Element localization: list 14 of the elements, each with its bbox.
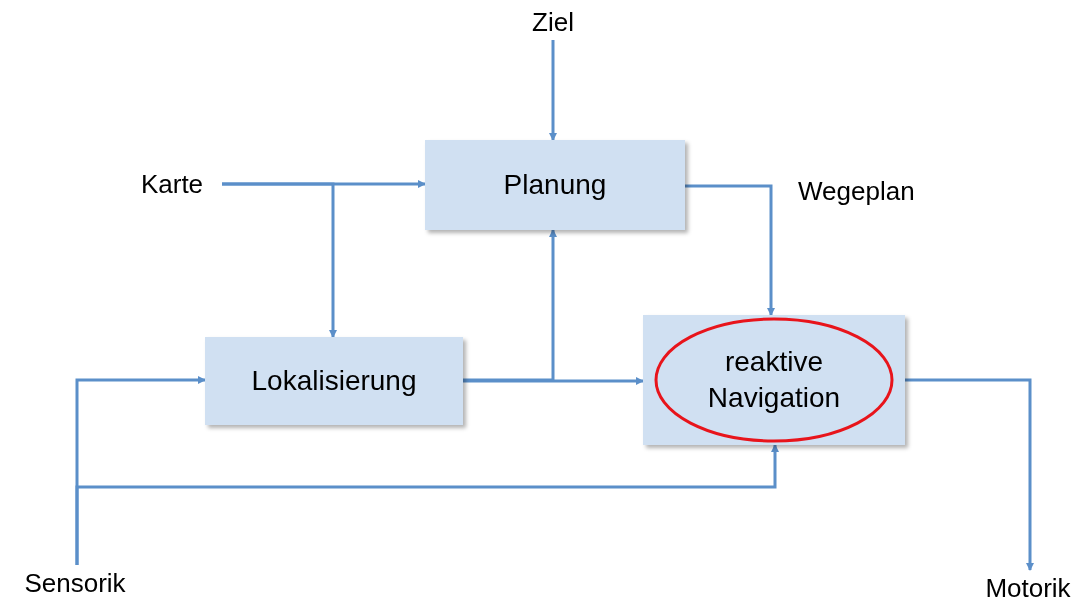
input-label: Motorik xyxy=(968,570,1088,603)
process-box: Lokalisierung xyxy=(205,337,463,425)
arrow xyxy=(463,377,644,385)
arrow xyxy=(549,40,557,141)
input-label: Karte xyxy=(122,166,222,202)
arrow xyxy=(463,229,557,382)
process-box: Planung xyxy=(425,140,685,230)
arrow xyxy=(905,378,1034,571)
arrow xyxy=(685,184,775,316)
input-label: Sensorik xyxy=(5,565,145,601)
arrow xyxy=(75,444,779,565)
arrow xyxy=(222,182,337,338)
node-label: reaktive Navigation xyxy=(706,345,842,415)
input-label: Ziel xyxy=(513,4,593,40)
